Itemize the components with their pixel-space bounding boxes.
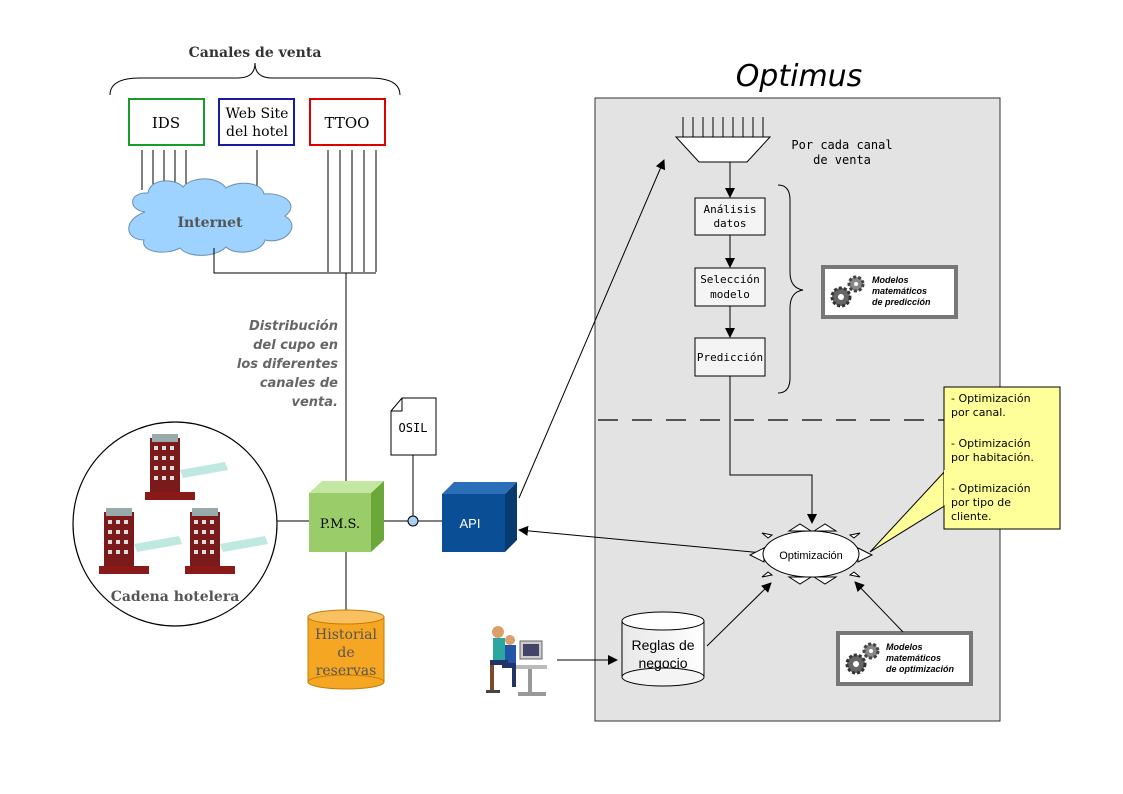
distribution-note-line-1: Distribución — [249, 319, 338, 334]
website-channel-box — [218, 98, 295, 146]
internet-label: Internet — [177, 215, 243, 231]
history-cylinder — [307, 609, 385, 690]
optimization-to-api-arrow — [518, 525, 764, 554]
pms-label: P.M.S. — [320, 517, 360, 532]
diagram-title: Optimus — [736, 59, 863, 94]
osil-document-icon — [390, 397, 437, 456]
hotel-building-icon — [99, 508, 182, 574]
optimization-models-arrow — [854, 581, 904, 633]
connection-node — [407, 515, 419, 527]
channel-funnel — [674, 117, 772, 163]
analysis-label-line2: datos — [713, 217, 746, 230]
distribution-note: Distribución del cupo en los diferentes … — [237, 319, 338, 410]
gears-icon — [830, 275, 865, 308]
user-at-computer-icon — [483, 618, 555, 700]
distribution-note-line-3: los diferentes — [237, 357, 338, 372]
callout-line-2: por canal. — [951, 406, 1006, 419]
callout-text: - Optimización por canal. - Optimización… — [951, 392, 1034, 523]
website-label-line2: del hotel — [226, 124, 289, 140]
ttoo-connection-lines — [327, 150, 377, 272]
hotel-chain-circle — [72, 421, 278, 627]
business-rules-cylinder — [621, 611, 705, 687]
ids-label: IDS — [152, 114, 180, 132]
prediction-models-line3: de predicción — [872, 297, 931, 307]
selection-label-line2: modelo — [710, 288, 750, 301]
history-label-line3: reservas — [316, 663, 377, 679]
prediction-label: Predicción — [697, 351, 763, 364]
callout-line-5: por habitación. — [951, 451, 1034, 464]
selection-label-line1: Selección — [700, 273, 760, 286]
api-label: API — [460, 516, 481, 531]
model-selection-box — [694, 267, 766, 307]
prediction-models-line2: matemáticos — [872, 286, 927, 296]
pms-cube — [309, 481, 384, 552]
optimization-models-line1: Modelos — [886, 642, 923, 652]
callout-line-1: - Optimización — [951, 392, 1031, 405]
internet-cloud — [128, 178, 293, 256]
hotel-chain-label: Cadena hotelera — [111, 589, 240, 605]
analysis-box — [694, 197, 766, 236]
optimization-label: Optimización — [779, 550, 843, 562]
per-channel-line2: de venta — [813, 153, 871, 167]
prediction-to-optimization-line — [729, 376, 817, 524]
hotel-building-icon — [145, 434, 228, 500]
website-label-line1: Web Site — [226, 106, 289, 122]
history-label-line1: Historial — [315, 627, 377, 643]
pipeline-brace — [777, 184, 804, 394]
api-cube — [442, 482, 517, 552]
sales-channels-brace — [109, 62, 401, 96]
gears-icon — [845, 642, 880, 675]
ttoo-channel-box — [309, 98, 386, 146]
rules-label-line2: negocio — [638, 655, 687, 671]
callout-line-4: - Optimización — [951, 437, 1031, 450]
optimization-gear — [748, 523, 874, 585]
distribution-note-line-5: venta. — [292, 395, 338, 410]
sales-channels-heading: Canales de venta — [189, 45, 322, 61]
ttoo-label: TTOO — [325, 114, 370, 132]
prediction-models-line1: Modelos — [872, 275, 909, 285]
callout-line-8: por tipo de — [951, 496, 1011, 509]
history-label-line2: de — [337, 645, 354, 661]
osil-label: OSIL — [399, 421, 428, 435]
internet-to-bus-line — [213, 248, 376, 274]
callout-line-9: cliente. — [951, 510, 991, 523]
distribution-note-line-2: del cupo en — [253, 338, 338, 353]
optimization-models-line2: matemáticos — [886, 653, 941, 663]
rules-to-optimization-arrow — [706, 582, 772, 647]
callout-line-7: - Optimización — [951, 482, 1031, 495]
rules-label-line1: Reglas de — [631, 637, 694, 653]
optimization-types-callout — [943, 386, 1061, 530]
per-channel-line1: Por cada canal — [791, 138, 892, 152]
analysis-label-line1: Análisis — [704, 203, 757, 216]
ids-channel-box — [128, 98, 205, 146]
distribution-note-line-4: canales de — [260, 376, 338, 391]
api-to-funnel-arrow — [518, 159, 666, 499]
hotel-building-icon — [185, 508, 268, 574]
prediction-box — [694, 337, 766, 377]
optimization-models-line3: de optimización — [886, 664, 955, 674]
